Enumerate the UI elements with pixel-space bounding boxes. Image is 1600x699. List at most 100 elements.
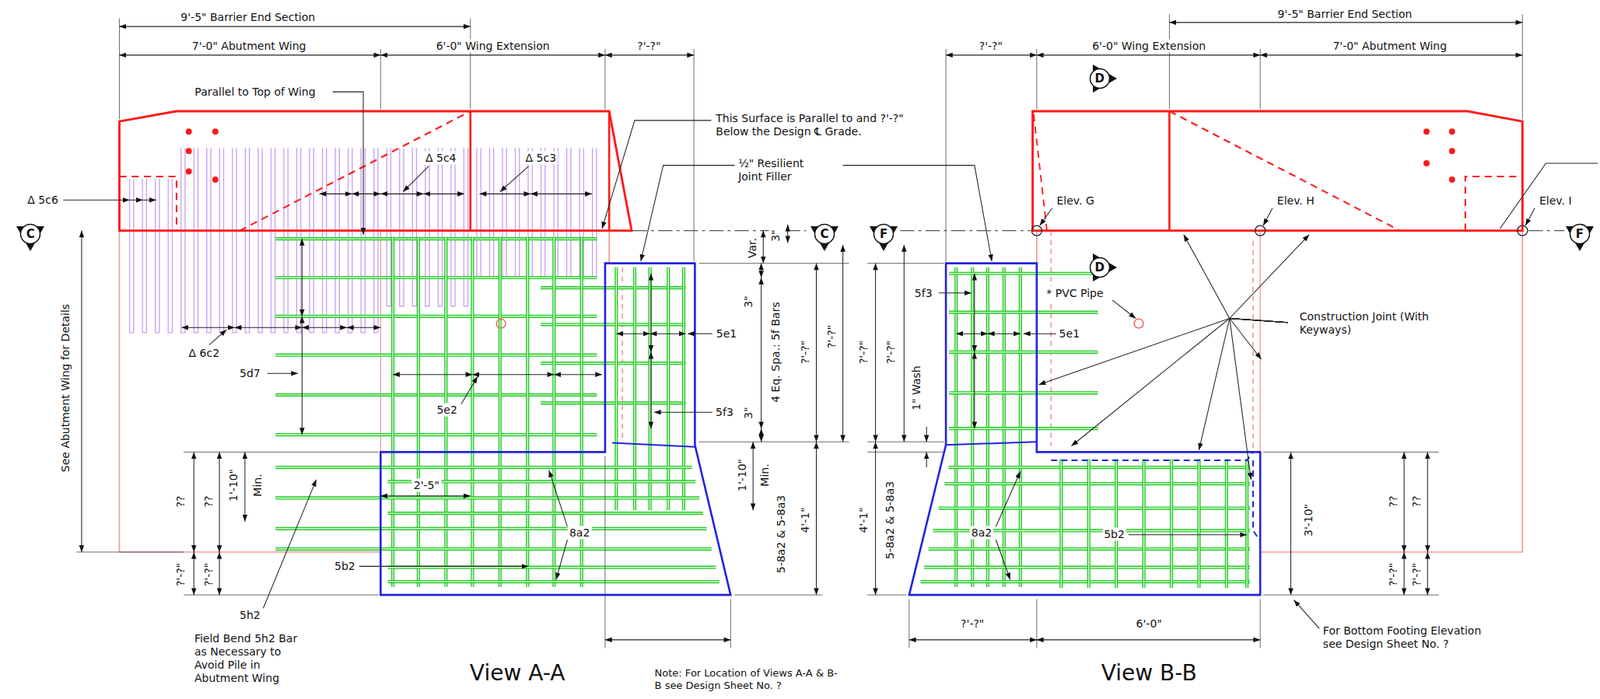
leader-line bbox=[1293, 600, 1320, 630]
leader-line bbox=[549, 470, 568, 527]
rebar bbox=[614, 267, 618, 511]
marker-circle bbox=[21, 224, 41, 245]
anchor-dot bbox=[1424, 129, 1430, 135]
elevation-point bbox=[1255, 225, 1266, 236]
section-line bbox=[899, 230, 1031, 232]
barrier-hidden-line bbox=[239, 111, 470, 232]
extension-line bbox=[604, 456, 606, 649]
stirrup-bar bbox=[567, 147, 571, 278]
leader-line bbox=[500, 166, 529, 193]
stirrup-bar bbox=[206, 147, 211, 333]
dimension-line bbox=[479, 193, 532, 195]
rebar bbox=[470, 236, 474, 587]
abutment-wing-outline bbox=[380, 231, 382, 453]
leader-line bbox=[1229, 234, 1310, 323]
footing-outline bbox=[945, 441, 1037, 445]
rebar-core bbox=[540, 324, 686, 326]
leader-line bbox=[1112, 300, 1136, 319]
rebar bbox=[275, 276, 597, 280]
rebar bbox=[648, 267, 652, 511]
dimension-line bbox=[80, 231, 82, 553]
dimension-text: Min. bbox=[250, 472, 264, 499]
rebar-core bbox=[944, 483, 1250, 484]
rebar-core bbox=[275, 528, 707, 529]
dimension-line bbox=[193, 451, 195, 553]
rebar bbox=[275, 393, 597, 397]
leader-line bbox=[1071, 318, 1288, 446]
rebar bbox=[540, 401, 686, 405]
footing-outline bbox=[380, 263, 731, 596]
dimension-text: 9'-5" Barrier End Section bbox=[1276, 7, 1415, 22]
pvc-pipe bbox=[1134, 318, 1144, 329]
anchor-dot bbox=[213, 129, 219, 135]
dimension-text: Min. bbox=[757, 462, 771, 489]
dimension-text: 9'-5" Barrier End Section bbox=[178, 10, 317, 25]
leader-line bbox=[1525, 208, 1535, 226]
rebar-core bbox=[275, 434, 597, 435]
dimension-text: 8a2 bbox=[567, 525, 592, 540]
dimension-line bbox=[1260, 54, 1523, 56]
dimension-line bbox=[605, 54, 694, 56]
anchor-dot bbox=[213, 177, 219, 183]
dimension-text: ?'-?" bbox=[1409, 560, 1423, 588]
dimension-line bbox=[472, 374, 554, 375]
leader-line bbox=[602, 120, 711, 229]
extension-line bbox=[1260, 598, 1261, 648]
extension-line bbox=[1036, 49, 1037, 109]
rebar-core bbox=[682, 267, 684, 511]
rebar-core bbox=[499, 236, 501, 587]
rebar bbox=[498, 236, 502, 587]
rebar bbox=[1225, 459, 1229, 589]
stirrup-bar bbox=[232, 147, 237, 333]
extension-line bbox=[693, 49, 695, 262]
dimension-text: ?'-?" bbox=[1386, 560, 1400, 588]
barrier-outline bbox=[608, 111, 611, 232]
note-text: Field Bend 5h2 Bar as Necessary to Avoid… bbox=[192, 632, 313, 686]
rebar bbox=[924, 566, 1250, 570]
rebar bbox=[938, 506, 1250, 510]
marker-triangle bbox=[869, 226, 898, 252]
dimension-line bbox=[1403, 451, 1405, 553]
anchor-dot bbox=[1449, 148, 1456, 155]
note-text: ½" Resilient Joint Filler bbox=[736, 157, 830, 184]
leader-line bbox=[332, 91, 364, 235]
extension-line bbox=[867, 262, 944, 264]
rebar-core bbox=[668, 267, 669, 511]
elevation-point bbox=[1517, 225, 1528, 236]
dimension-text: Parallel to Top of Wing bbox=[192, 85, 317, 99]
leader-line bbox=[654, 412, 713, 414]
rebar-core bbox=[540, 362, 686, 364]
leader-line bbox=[63, 199, 130, 201]
dimension-text: 5e2 bbox=[434, 403, 459, 417]
rebar-core bbox=[392, 236, 393, 587]
dimension-text: ?? bbox=[201, 494, 215, 510]
leader-line bbox=[262, 479, 316, 609]
extension-line bbox=[76, 552, 117, 554]
dimension-line bbox=[1290, 451, 1292, 596]
dimension-line bbox=[752, 441, 754, 511]
extension-line bbox=[1169, 14, 1170, 109]
rebar-core bbox=[948, 392, 1099, 394]
rebar-core bbox=[417, 236, 419, 587]
rebar-core bbox=[633, 267, 635, 511]
dimension-text: 1" Wash bbox=[910, 364, 924, 413]
marker-circle bbox=[1569, 224, 1590, 245]
stirrup-bar bbox=[142, 178, 147, 333]
dimension-text: ?? bbox=[1409, 494, 1423, 510]
leader-line bbox=[687, 333, 712, 335]
anchor-dot bbox=[185, 148, 192, 155]
extension-line bbox=[867, 595, 907, 596]
dimension-line bbox=[1403, 552, 1405, 596]
rebar bbox=[540, 361, 686, 365]
rebar-core bbox=[1198, 459, 1200, 589]
dimension-text: ?'-?" bbox=[201, 560, 215, 588]
stirrup-bar bbox=[245, 147, 249, 333]
extension-line bbox=[183, 595, 379, 596]
dimension-line bbox=[1427, 552, 1429, 596]
leader-line bbox=[359, 566, 529, 568]
rebar-core bbox=[1170, 459, 1172, 589]
section-line bbox=[1528, 230, 1565, 232]
abutment-wing-outline bbox=[608, 231, 610, 264]
dimension-text: ?'-?" bbox=[798, 338, 813, 365]
stirrup-bar bbox=[155, 178, 160, 333]
